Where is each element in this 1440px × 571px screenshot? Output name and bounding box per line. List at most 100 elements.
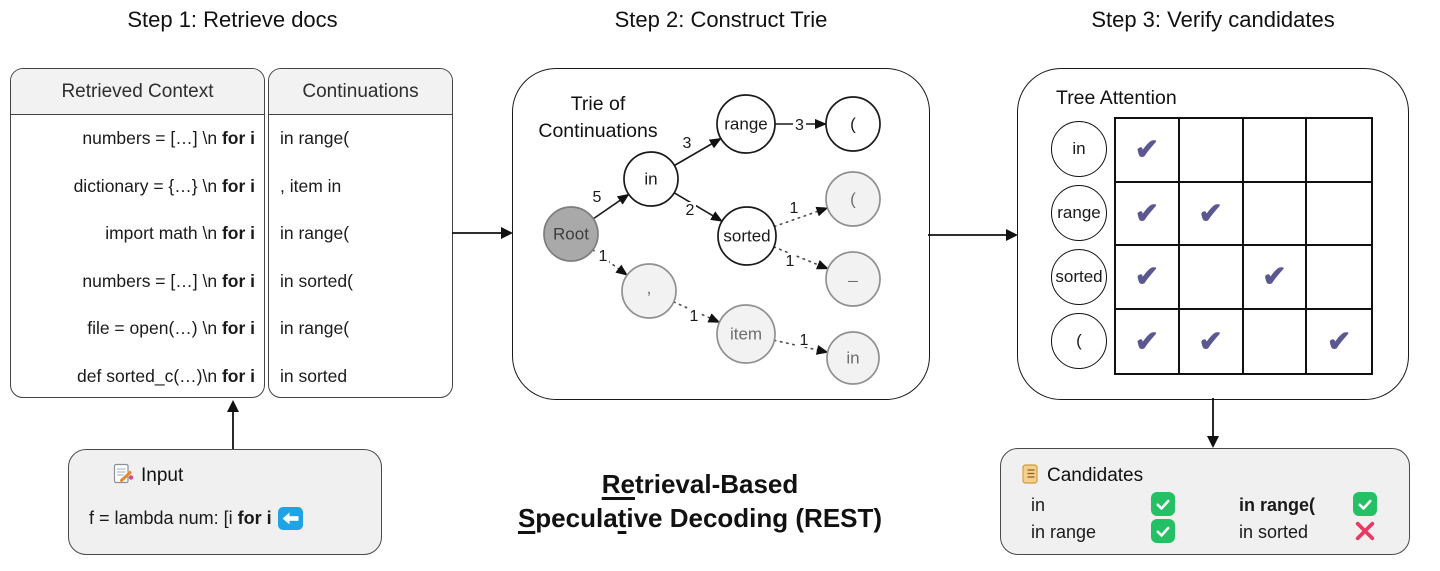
retrieved-context-header: Retrieved Context <box>11 69 264 115</box>
step3-to-candidates-arrow <box>1207 398 1219 448</box>
candidate-status-icon <box>1151 492 1175 516</box>
trie-edge: 1 <box>773 332 829 355</box>
attention-cell <box>1307 183 1371 246</box>
candidate-label: in sorted <box>1239 522 1309 542</box>
trie-edge-label: 1 <box>786 253 795 270</box>
continuation-text: in sorted <box>280 365 348 386</box>
attention-cell: ✔ <box>1116 246 1180 310</box>
retrieved-context-table: Retrieved Context numbers = […] \n for i… <box>10 68 265 398</box>
trie-edge-label: 1 <box>599 248 608 265</box>
attention-cell <box>1244 309 1308 373</box>
context-text: file = open(…) \n <box>87 318 222 339</box>
svg-text:item: item <box>730 325 762 344</box>
svg-text:(: ( <box>850 115 856 134</box>
trie-edge: 1 <box>592 248 629 276</box>
continuation-text: in range( <box>280 128 350 149</box>
input-code-line: f = lambda num: [i for i <box>89 507 303 530</box>
context-text: dictionary = {…} \n <box>73 175 222 196</box>
step3-heading: Step 3: Verify candidates <box>1091 7 1335 32</box>
continuations-header: Continuations <box>269 69 452 115</box>
continuation-text: , item in <box>280 175 342 196</box>
context-text: numbers = […] \n <box>82 270 222 291</box>
input-box-title: Input <box>141 465 184 486</box>
table-row: in sorted( <box>269 258 452 306</box>
trie-node-root: Root <box>543 206 599 262</box>
caption-line1: Retrieval-Based <box>480 467 920 501</box>
attention-row-label: in <box>1051 121 1107 177</box>
context-text: import math \n <box>105 223 222 244</box>
step1-to-step2-arrow <box>452 227 513 239</box>
attention-cell <box>1243 119 1308 183</box>
candidate-status-icon <box>1151 519 1175 543</box>
candidate-status-icon <box>1353 492 1377 516</box>
context-bold-text: for i <box>221 270 255 291</box>
trie-edge: 5 <box>591 189 630 220</box>
trie-node: ( <box>825 171 881 227</box>
table-row: def sorted_c(…)\n for i <box>11 353 264 398</box>
candidate-status-icon <box>1353 519 1377 543</box>
step2-to-step3-arrow <box>928 229 1018 241</box>
step2-heading: Step 2: Construct Trie <box>614 7 828 32</box>
trie-edge: 2 <box>673 192 723 222</box>
trie-label-line1: Trie of <box>570 93 626 115</box>
check-icon <box>1358 499 1372 510</box>
trie-edge: 1 <box>773 200 829 228</box>
svg-text:sorted: sorted <box>723 227 770 246</box>
candidate-label: in range( <box>1239 495 1316 515</box>
trie-node: ( <box>825 96 881 152</box>
attention-cell <box>1179 246 1244 310</box>
input-code-text: f = lambda num: [i <box>89 508 238 528</box>
context-bold-text: for i <box>221 128 255 149</box>
caption-line2: Speculative Decoding (REST) <box>480 501 920 535</box>
table-row: file = open(…) \n for i <box>11 305 264 353</box>
attention-cell: ✔ <box>1116 182 1180 246</box>
attention-row-label: range <box>1051 185 1107 241</box>
trie-node: range <box>716 94 776 154</box>
svg-text:Root: Root <box>553 225 589 244</box>
table-row: in range( <box>269 210 452 258</box>
trie-label-line2: Continuations <box>538 120 658 142</box>
attention-row-label: ( <box>1051 313 1107 369</box>
attention-cell: ✔ <box>1180 309 1244 373</box>
trie-edge: 3 <box>673 135 722 167</box>
memo-pencil-icon <box>113 463 134 484</box>
trie-edge: 1 <box>773 246 829 270</box>
caption-underlined: Re <box>601 469 635 499</box>
trie-node: in <box>826 331 880 385</box>
attention-cell <box>1243 182 1308 246</box>
table-row: numbers = […] \n for i <box>11 115 264 163</box>
table-row: , item in <box>269 163 452 211</box>
table-row: import math \n for i <box>11 210 264 258</box>
trie-node: sorted <box>717 206 777 266</box>
candidates-title: Candidates <box>1047 465 1144 486</box>
table-row: in range( <box>269 115 452 163</box>
svg-text:(: ( <box>850 190 856 209</box>
attention-cell: ✔ <box>1326 325 1352 358</box>
trie-node: , <box>621 263 677 319</box>
attention-cell: ✔ <box>1179 182 1244 246</box>
svg-text:in: in <box>846 349 859 368</box>
caption-underlined: S <box>517 503 536 533</box>
trie-edge-label: 5 <box>593 189 602 206</box>
context-bold-text: for i <box>221 318 255 339</box>
table-row: dictionary = {…} \n for i <box>11 163 264 211</box>
attention-cell <box>1179 119 1244 183</box>
svg-text:range: range <box>724 115 767 134</box>
trie-label: Trie of Continuations <box>523 91 673 145</box>
blue-left-arrow-icon <box>277 507 303 530</box>
check-icon <box>1156 499 1170 510</box>
diagram-caption: Retrieval-Based Speculative Decoding (RE… <box>480 467 920 535</box>
context-bold-text: for i <box>221 175 255 196</box>
attention-row-label: sorted <box>1051 249 1107 305</box>
caption-text: trieval-Based <box>634 469 799 499</box>
table-row: numbers = […] \n for i <box>11 258 264 306</box>
trie-edge-label: 1 <box>790 200 799 217</box>
attention-cell <box>1307 246 1371 310</box>
input-to-table-arrow <box>227 400 239 449</box>
continuation-text: in range( <box>280 223 350 244</box>
candidate-label: in range <box>1031 522 1097 542</box>
table-row: in range( <box>269 305 452 353</box>
svg-text:,: , <box>647 279 652 298</box>
tree-attention-label: Tree Attention <box>1056 87 1177 109</box>
tree-attention-panel: Tree Attention in range sorted ( ✔ ✔ ✔ ✔… <box>1017 68 1409 400</box>
